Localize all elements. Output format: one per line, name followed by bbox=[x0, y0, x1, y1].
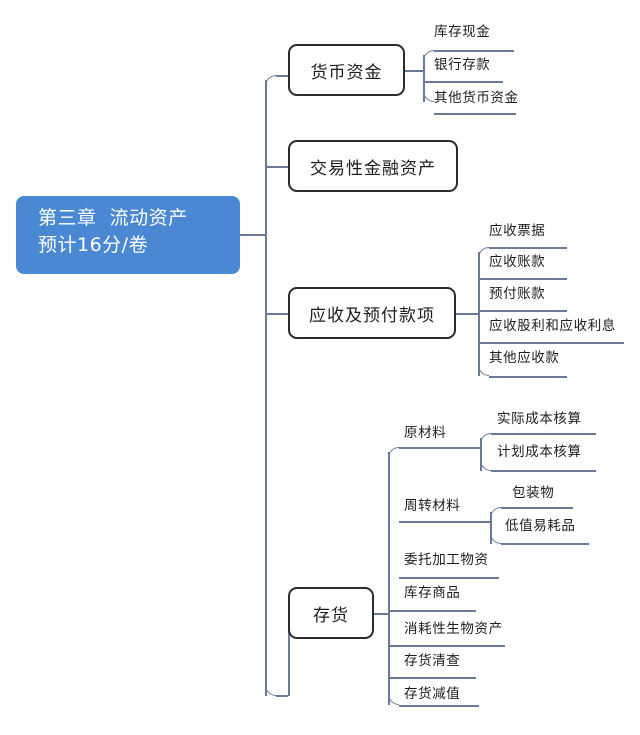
b3-stem bbox=[456, 313, 478, 315]
sub2-rule-2 bbox=[501, 543, 589, 545]
leaf-应收票据[interactable]: 应收票据 bbox=[489, 223, 546, 239]
sub2-corner-top bbox=[490, 507, 501, 518]
b1-rule-2 bbox=[423, 81, 503, 83]
b1-corner-bottom bbox=[423, 91, 434, 102]
b3-corner-top bbox=[478, 247, 489, 258]
branch-trading-financial-assets[interactable]: 交易性金融资产 bbox=[288, 140, 458, 192]
trunk-corner-bottom bbox=[265, 685, 276, 696]
leaf-其他应收款[interactable]: 其他应收款 bbox=[489, 350, 560, 366]
leaf-周转材料[interactable]: 周转材料 bbox=[404, 498, 461, 514]
leaf-应收股利和应收利息[interactable]: 应收股利和应收利息 bbox=[489, 318, 616, 334]
b4-rule-周转材料 bbox=[399, 521, 490, 523]
sub2-corner-bottom bbox=[490, 533, 501, 544]
root-node[interactable]: 第三章 流动资产 预计16分/卷 bbox=[16, 196, 240, 274]
leaf-银行存款[interactable]: 银行存款 bbox=[434, 57, 491, 73]
b4-rule-7 bbox=[399, 705, 479, 707]
b1-rule-3 bbox=[434, 113, 516, 115]
trunk-corner-top bbox=[265, 75, 276, 86]
trunk-arm-4 bbox=[276, 695, 288, 697]
trunk-stub bbox=[240, 234, 266, 236]
leaf-预付账款[interactable]: 预付账款 bbox=[489, 286, 546, 302]
branch-label: 交易性金融资产 bbox=[310, 158, 436, 179]
trunk-spine bbox=[265, 80, 267, 696]
b1-spine bbox=[423, 55, 425, 102]
trunk-arm-1 bbox=[276, 75, 288, 77]
leaf-实际成本核算[interactable]: 实际成本核算 bbox=[497, 411, 582, 427]
sub2-rule-1 bbox=[501, 507, 573, 509]
branch-label: 存货 bbox=[313, 605, 349, 626]
sub1-rule-1 bbox=[491, 433, 596, 435]
b3-rule-4 bbox=[478, 342, 624, 344]
branch-label: 货币资金 bbox=[310, 62, 383, 83]
b4-corner-bottom bbox=[388, 694, 399, 705]
b4-corner-top bbox=[388, 447, 399, 458]
leaf-应收账款[interactable]: 应收账款 bbox=[489, 254, 546, 270]
leaf-库存商品[interactable]: 库存商品 bbox=[404, 585, 461, 601]
leaf-计划成本核算[interactable]: 计划成本核算 bbox=[497, 444, 582, 460]
sub1-corner-top bbox=[480, 433, 491, 444]
sub2-spine bbox=[490, 512, 492, 544]
sub1-spine bbox=[480, 438, 482, 471]
leaf-包装物[interactable]: 包装物 bbox=[512, 485, 555, 501]
b3-rule-3 bbox=[478, 310, 567, 312]
leaf-委托加工物资[interactable]: 委托加工物资 bbox=[404, 552, 489, 568]
leaf-存货清查[interactable]: 存货清查 bbox=[404, 653, 461, 669]
b4-rule-6 bbox=[388, 677, 476, 679]
leaf-存货减值[interactable]: 存货减值 bbox=[404, 686, 461, 702]
b4-rule-3 bbox=[399, 577, 499, 579]
b1-rule-1 bbox=[434, 50, 514, 52]
leaf-低值易耗品[interactable]: 低值易耗品 bbox=[505, 518, 576, 534]
b4-rule-5 bbox=[388, 645, 505, 647]
leaf-消耗性生物资产[interactable]: 消耗性生物资产 bbox=[404, 621, 503, 637]
branch-monetary-funds[interactable]: 货币资金 bbox=[288, 44, 405, 96]
sub1-rule-2 bbox=[491, 470, 596, 472]
branch-inventory[interactable]: 存货 bbox=[288, 587, 374, 639]
b3-rule-1 bbox=[489, 247, 567, 249]
b3-spine bbox=[478, 252, 480, 376]
b3-rule-5 bbox=[489, 376, 567, 378]
b3-rule-2 bbox=[478, 278, 567, 280]
sub1-corner-bottom bbox=[480, 460, 491, 471]
leaf-库存现金[interactable]: 库存现金 bbox=[434, 24, 491, 40]
b1-stem bbox=[405, 70, 423, 72]
leaf-其他货币资金[interactable]: 其他货币资金 bbox=[434, 90, 519, 106]
trunk-arm-4-riser bbox=[288, 613, 290, 696]
leaf-原材料[interactable]: 原材料 bbox=[404, 425, 447, 441]
b3-corner-bottom bbox=[478, 365, 489, 376]
b4-stem bbox=[374, 613, 388, 615]
trunk-arm-3 bbox=[265, 313, 288, 315]
branch-label: 应收及预付款项 bbox=[309, 305, 435, 326]
branch-receivables-and-prepayments[interactable]: 应收及预付款项 bbox=[288, 287, 456, 339]
b4-rule-原材料 bbox=[399, 447, 480, 449]
b4-spine bbox=[388, 452, 390, 705]
b1-corner-top bbox=[423, 50, 434, 61]
b4-rule-4 bbox=[388, 610, 476, 612]
trunk-arm-2 bbox=[265, 166, 288, 168]
